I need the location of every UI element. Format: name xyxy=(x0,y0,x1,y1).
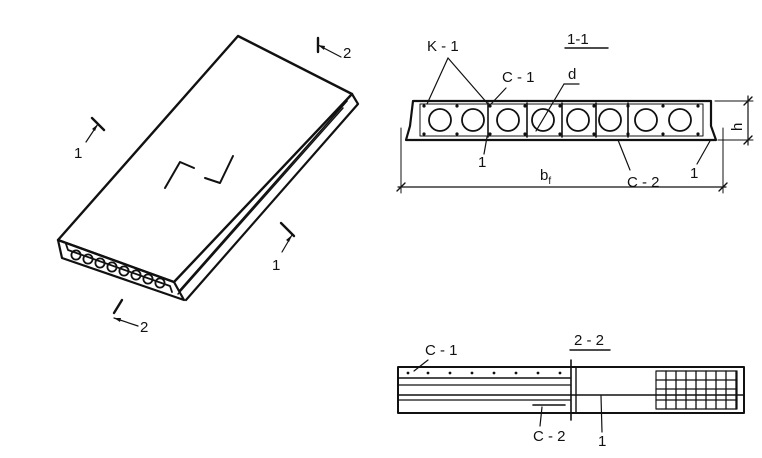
cut-label: 2 xyxy=(140,319,148,336)
break-symbol xyxy=(164,161,195,189)
section-title: 1-1 xyxy=(567,31,589,48)
bar-label: 1 xyxy=(598,433,606,450)
rebar-dots xyxy=(422,104,700,136)
frame-label-k1: K - 1 xyxy=(427,38,459,55)
cut-marker-1-left: 1 xyxy=(74,116,106,162)
cross-section-outline xyxy=(404,99,718,142)
cross-section-cores xyxy=(428,108,692,132)
end-mesh-grid xyxy=(655,370,738,410)
cut-label: 2 xyxy=(343,45,351,62)
slab-side-face xyxy=(184,92,360,302)
isometric-slab-view: 1 1 2 2 xyxy=(56,34,360,336)
width-label: bf xyxy=(540,167,551,187)
cut-marker-2-top: 2 xyxy=(316,36,351,62)
top-mesh-label: C - 1 xyxy=(425,342,458,359)
bar-label: 1 xyxy=(478,154,486,171)
slab-top-face xyxy=(56,34,354,284)
bar-label-right: 1 xyxy=(690,165,698,182)
void-diameter-label: d xyxy=(568,66,576,83)
section-title: 2 - 2 xyxy=(574,332,604,349)
top-mesh-label: C - 1 xyxy=(502,69,535,86)
section-1-1: 1-1 xyxy=(396,31,754,194)
top-rebar-dots xyxy=(406,371,562,375)
height-label: h xyxy=(729,123,746,131)
bottom-mesh-label: C - 2 xyxy=(627,174,660,191)
slab-cores xyxy=(70,249,166,289)
cut-marker-2-bottom: 2 xyxy=(112,298,148,336)
slab-end-face xyxy=(56,238,186,302)
cut-marker-1-right: 1 xyxy=(272,221,296,274)
bottom-mesh-label: C - 2 xyxy=(533,428,566,445)
section-2-2: 2 - 2 xyxy=(397,332,745,450)
cut-label: 1 xyxy=(74,145,82,162)
cut-label: 1 xyxy=(272,257,280,274)
